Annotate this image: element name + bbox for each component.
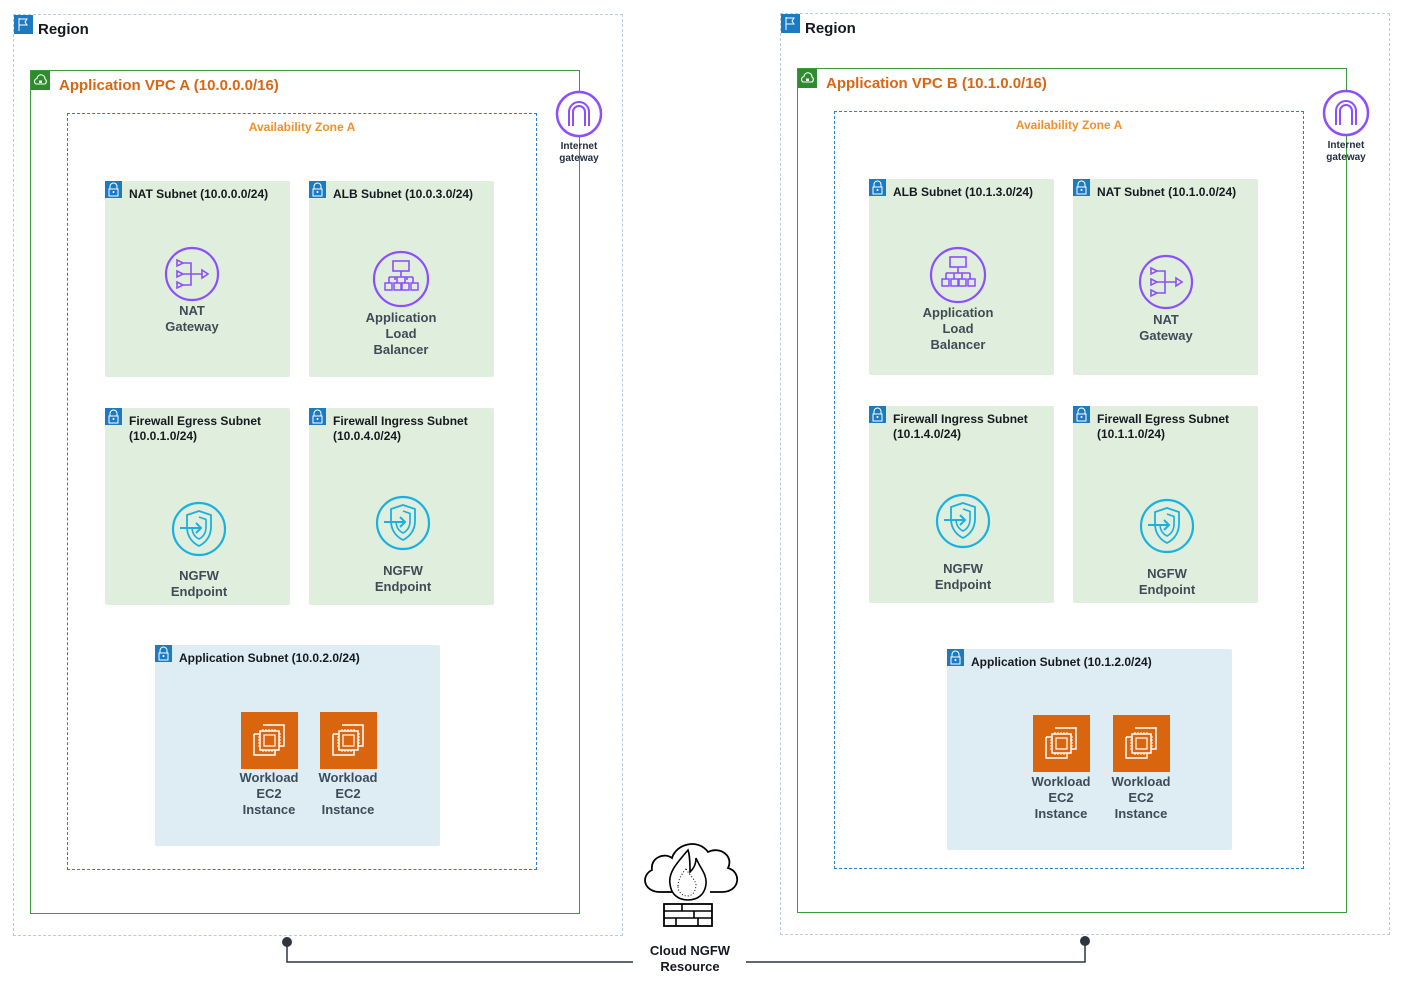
lock-icon [869,406,886,423]
az-title: Availability Zone A [248,120,356,134]
subnet-title: ALB Subnet (10.1.3.0/24) [893,185,1034,199]
subnet-firewall-ingress: Firewall Ingress Subnet(10.0.4.0/24) NGF… [309,408,494,605]
ec2-instance[interactable] [1033,715,1090,772]
application-load-balancer-icon[interactable] [929,246,987,304]
lock-icon [309,181,326,198]
region-flag-icon [14,15,33,34]
subnet-title: Application Subnet (10.1.2.0/24) [971,655,1152,669]
subnet-title: Firewall Ingress Subnet(10.0.4.0/24) [333,414,468,443]
cloud-ngfw-icon[interactable] [638,840,742,932]
internet-gateway[interactable] [555,90,603,138]
ec2-instance-icon [1125,727,1157,759]
ngfw-endpoint-icon[interactable] [375,495,431,551]
vpc-b: Application VPC B (10.1.0.0/16) [797,68,1347,913]
ec2-instance[interactable] [1113,715,1170,772]
subnet-title: Firewall Egress Subnet(10.0.1.0/24) [129,414,262,443]
region-flag-icon [781,14,800,33]
ngfw-endpoint-icon[interactable] [1139,498,1195,554]
subnet-title: Firewall Egress Subnet(10.1.1.0/24) [1097,412,1230,441]
ec2-instance[interactable] [241,712,298,769]
lock-icon [309,408,326,425]
vpc-a: Application VPC A (10.0.0.0/16) [30,70,580,914]
subnet-title: NAT Subnet (10.0.0.0/24) [129,187,269,201]
ec2-instance-icon [253,724,285,756]
nat-gateway-icon[interactable] [1138,254,1194,310]
vpc-cloud-icon [798,69,817,88]
lock-icon [947,649,964,666]
ec2-instance-icon [332,724,364,756]
subnet-application: Application Subnet (10.1.2.0/24) Workloa… [947,649,1232,850]
lock-icon [1073,406,1090,423]
lock-icon [869,179,886,196]
internet-gateway-icon [1322,89,1370,137]
connector-to-vpc-b [746,936,1090,963]
subnet-title: Application Subnet (10.0.2.0/24) [179,651,360,665]
application-load-balancer-icon[interactable] [372,250,430,308]
lock-icon [1073,179,1090,196]
availability-zone-a: Availability Zone A [67,113,537,870]
subnet-title: NAT Subnet (10.1.0.0/24) [1097,185,1237,199]
subnet-firewall-egress: Firewall Egress Subnet(10.1.1.0/24) NGFW… [1073,406,1258,603]
availability-zone-a: Availability Zone A [834,111,1304,869]
internet-gateway[interactable] [1322,89,1370,137]
lock-icon [105,408,122,425]
subnet-title: Firewall Ingress Subnet(10.1.4.0/24) [893,412,1028,441]
vpc-cloud-icon [31,71,50,90]
ec2-instance[interactable] [320,712,377,769]
subnet-firewall-ingress: Firewall Ingress Subnet(10.1.4.0/24) NGF… [869,406,1054,603]
vpc-title: Application VPC A (10.0.0.0/16) [59,77,279,94]
region-title: Region [805,20,856,37]
internet-gateway-icon [555,90,603,138]
lock-icon [105,181,122,198]
subnet-application: Application Subnet (10.0.2.0/24) Workloa… [155,645,440,846]
subnet-firewall-egress: Firewall Egress Subnet(10.0.1.0/24) NGFW… [105,408,290,605]
ngfw-endpoint-icon[interactable] [171,501,227,557]
vpc-title: Application VPC B (10.1.0.0/16) [826,75,1047,92]
nat-gateway-icon[interactable] [164,246,220,302]
connector-to-vpc-a [282,937,633,963]
subnet-title: ALB Subnet (10.0.3.0/24) [333,187,474,201]
ngfw-endpoint-icon[interactable] [935,493,991,549]
ec2-instance-icon [1045,727,1077,759]
region-title: Region [38,21,89,38]
lock-icon [155,645,172,662]
az-title: Availability Zone A [1015,118,1123,132]
